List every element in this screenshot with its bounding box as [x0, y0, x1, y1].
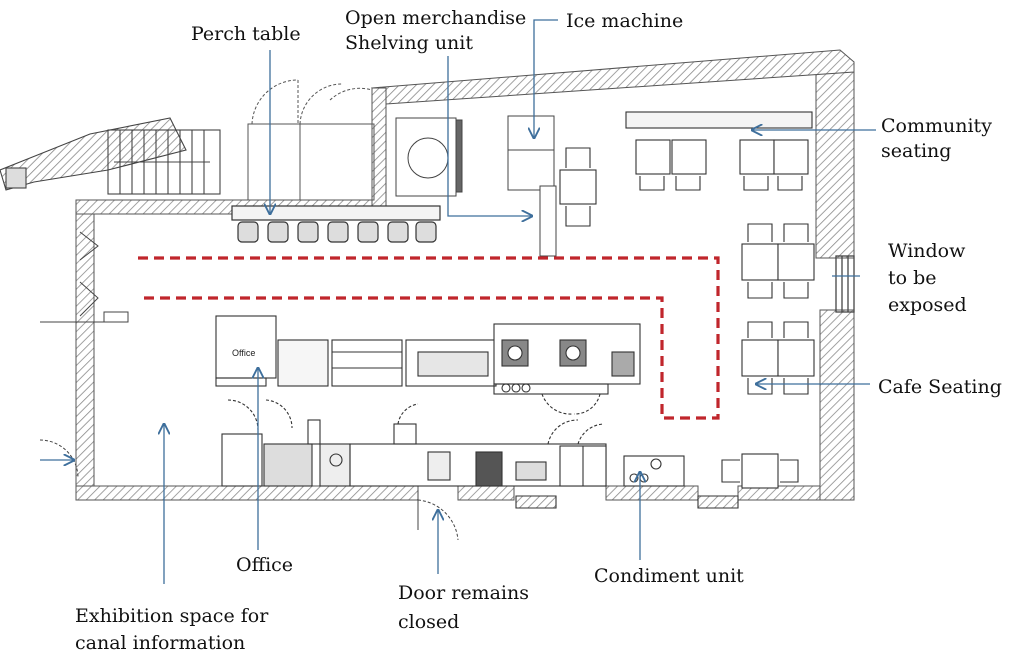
- label-window: Window to be exposed: [888, 238, 967, 319]
- label-exhibition-line2: canal information: [75, 632, 246, 654]
- window-opening: [835, 255, 855, 313]
- label-community-seating: Community seating: [881, 114, 992, 164]
- label-open-merchandise-line1: Open merchandise: [345, 7, 527, 29]
- label-office: Office: [236, 554, 294, 576]
- circulation-route: [138, 256, 720, 420]
- label-door-line1: Door remains: [398, 582, 529, 604]
- staircase: [0, 117, 221, 195]
- community-seating-tables: [559, 111, 813, 227]
- label-window-line3: exposed: [888, 294, 967, 316]
- restroom: [395, 115, 557, 257]
- label-exhibition-line1: Exhibition space for: [75, 605, 269, 627]
- closed-door: [417, 490, 459, 541]
- callout-arrows: [40, 19, 876, 584]
- label-cafe-seating: Cafe Seating: [878, 376, 1002, 398]
- back-counter: [221, 399, 739, 509]
- label-condiment-unit: Condiment unit: [594, 565, 744, 587]
- label-ice-machine: Ice machine: [566, 10, 684, 32]
- label-open-merchandise: Open merchandise Shelving unit: [345, 6, 526, 56]
- label-door-remains-closed: Door remains closed: [398, 579, 529, 637]
- label-open-merchandise-line2: Shelving unit: [345, 32, 474, 54]
- outer-walls: [75, 49, 855, 501]
- left-entrance: [39, 231, 129, 479]
- label-window-line2: to be: [888, 267, 937, 289]
- condiment-unit-shape: [623, 455, 685, 487]
- service-counter: [215, 315, 641, 415]
- label-exhibition-space: Exhibition space for canal information: [75, 603, 268, 657]
- cafe-seating-tables: [721, 223, 815, 489]
- label-door-line2: closed: [398, 611, 460, 633]
- label-community-line2: seating: [881, 140, 952, 162]
- office-room-tag: Office: [232, 348, 256, 358]
- label-perch-table: Perch table: [191, 23, 301, 45]
- entrance-doors-top: [247, 79, 375, 201]
- label-community-line1: Community: [881, 115, 992, 137]
- perch-table: [231, 205, 441, 243]
- label-window-line1: Window: [888, 240, 966, 262]
